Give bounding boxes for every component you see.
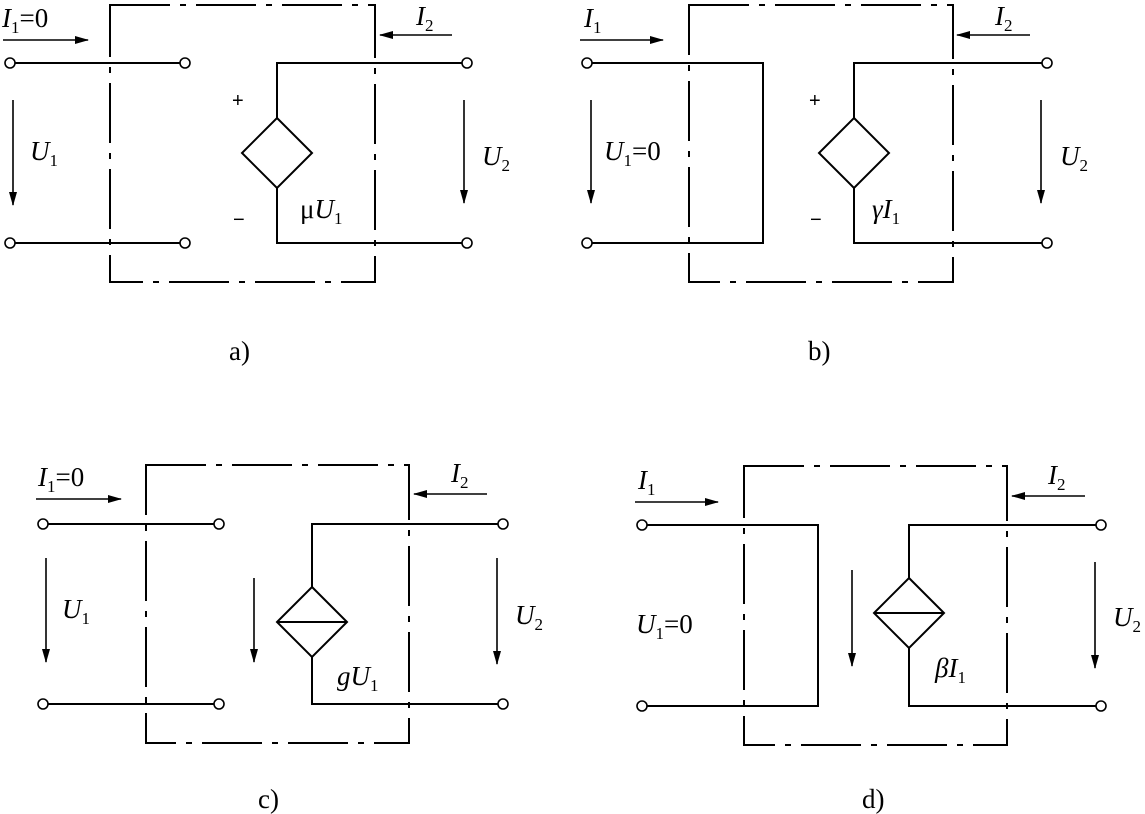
- plus-sign: +: [232, 90, 244, 112]
- inner-terminal: [213, 518, 225, 530]
- panel-caption: c): [258, 784, 279, 814]
- two-port-box: [145, 464, 410, 744]
- output-terminal: [1041, 237, 1053, 249]
- output-current-label: I2: [415, 1, 434, 35]
- output-terminal: [1095, 519, 1107, 531]
- output-terminal: [461, 237, 473, 249]
- input-terminal: [4, 237, 16, 249]
- two-port-box: [743, 465, 1008, 746]
- output-terminal: [1095, 700, 1107, 712]
- input-current-label: I1=0: [37, 462, 84, 496]
- plus-sign: +: [809, 90, 821, 112]
- output-voltage-label: U2: [482, 141, 510, 175]
- source-label: βI1: [934, 653, 966, 687]
- panel-caption: a): [229, 336, 250, 366]
- output-current-label: I2: [1047, 460, 1066, 494]
- panel-caption: b): [808, 336, 831, 366]
- input-current-label: I1: [637, 465, 656, 499]
- input-terminal: [37, 698, 49, 710]
- input-terminal: [636, 519, 648, 531]
- output-voltage-label: U2: [1060, 141, 1088, 175]
- input-current-label: I1: [583, 3, 602, 37]
- input-voltage-label: U1=0: [604, 136, 661, 170]
- inner-terminal: [179, 237, 191, 249]
- dependent-voltage-source: [817, 116, 891, 190]
- output-voltage-label: U2: [1113, 602, 1141, 636]
- output-current-label: I2: [994, 1, 1013, 35]
- input-terminal: [37, 518, 49, 530]
- input-voltage-label: U1: [30, 136, 58, 170]
- output-voltage-label: U2: [515, 600, 543, 634]
- input-terminal: [4, 57, 16, 69]
- source-label: μU1: [300, 194, 342, 228]
- source-label: γI1: [872, 194, 900, 228]
- output-terminal: [461, 57, 473, 69]
- input-terminal: [581, 237, 593, 249]
- panel-d: I1 U1=0 βI1 I2 U2 d): [635, 460, 1141, 814]
- minus-sign: −: [233, 209, 245, 231]
- input-terminal: [581, 57, 593, 69]
- output-terminal: [497, 698, 509, 710]
- inner-terminal: [213, 698, 225, 710]
- inner-terminal: [179, 57, 191, 69]
- panel-b: I1 U1=0 + − γI1 I2 U2 b): [580, 1, 1088, 366]
- two-port-box: [688, 4, 954, 283]
- input-terminal: [636, 700, 648, 712]
- input-voltage-label: U1=0: [636, 609, 693, 643]
- output-current-label: I2: [450, 458, 469, 492]
- input-voltage-label: U1: [62, 594, 90, 628]
- dependent-voltage-source: [240, 116, 314, 190]
- two-port-box: [109, 4, 376, 283]
- output-terminal: [1041, 57, 1053, 69]
- input-current-label: I1=0: [1, 3, 48, 37]
- output-terminal: [497, 518, 509, 530]
- source-label: gU1: [337, 661, 379, 695]
- panel-c: I1=0 U1 gU1 I2 U2 c): [36, 458, 543, 814]
- minus-sign: −: [810, 209, 822, 231]
- panel-a: I1=0 U1 + − μU1 I2 U2 a): [1, 1, 510, 366]
- panel-caption: d): [862, 784, 885, 814]
